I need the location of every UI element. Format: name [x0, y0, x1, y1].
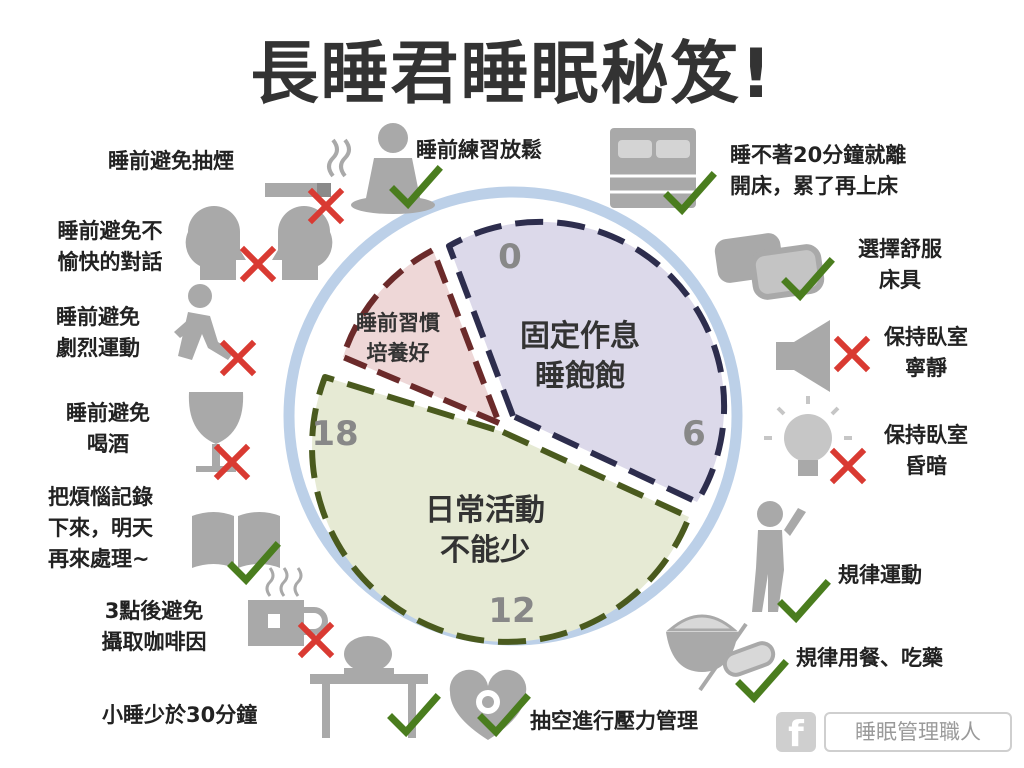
facebook-icon[interactable]: f	[776, 712, 816, 755]
write-worries-check-icon	[227, 541, 281, 586]
tip-stress-mgmt: 抽空進行壓力管理	[530, 709, 698, 733]
tip-leave-bed: 睡不著20分鐘就離 開床，累了再上床	[730, 143, 907, 198]
schedule-label-line2: 睡飽飽	[535, 359, 625, 394]
tip-no-caffeine: 3點後避免 攝取咖啡因	[101, 599, 207, 654]
page-title: 長睡君睡眠秘笈!	[250, 35, 774, 114]
tip-dark-room: 保持臥室 昏暗	[884, 423, 968, 478]
tip-no-smoking: 睡前避免抽煙	[108, 149, 234, 173]
schedule-segment	[446, 218, 728, 505]
tip-write-worries: 把煩惱記錄 下來，明天 再來處理~	[48, 485, 153, 571]
regular-meals-check-icon	[735, 659, 789, 704]
stress-heart-icon	[449, 669, 527, 740]
activity-label-line1: 日常活動	[425, 493, 545, 528]
tip-regular-meals: 規律用餐、吃藥	[796, 646, 943, 670]
comfy-bedding-check-icon	[781, 257, 835, 302]
wine-glass-icon	[188, 392, 244, 472]
no-smoking-cross-icon	[307, 187, 345, 225]
tip-no-intense-exercise: 睡前避免 劇烈運動	[56, 305, 140, 360]
no-alcohol-cross-icon	[213, 443, 251, 481]
meditation-icon	[351, 123, 435, 214]
running-person-icon	[174, 284, 234, 360]
hour-mark-18: 18	[311, 414, 358, 454]
tip-quiet-room: 保持臥室 寧靜	[884, 325, 968, 380]
habits-label-line2: 培養好	[367, 341, 430, 365]
hour-mark-12: 12	[488, 591, 535, 631]
tip-no-alcohol: 睡前避免 喝酒	[66, 401, 150, 456]
tip-relax: 睡前練習放鬆	[416, 138, 542, 162]
no-caffeine-cross-icon	[297, 621, 335, 659]
tip-short-nap: 小睡少於30分鐘	[102, 703, 258, 727]
no-intense-exercise-cross-icon	[219, 339, 257, 377]
stretching-person-icon	[752, 501, 806, 612]
activity-label-line2: 不能少	[440, 533, 530, 568]
tip-no-unpleasant-talk: 睡前避免不 愉快的對話	[57, 219, 163, 274]
dark-room-cross-icon	[829, 447, 867, 485]
relax-check-icon	[389, 165, 443, 210]
coffee-cup-icon	[248, 567, 328, 646]
pillow-icon	[714, 233, 825, 300]
desk-nap-icon	[310, 636, 428, 738]
activity-segment	[309, 374, 692, 645]
leave-bed-check-icon	[663, 171, 717, 216]
no-unpleasant-talk-cross-icon	[239, 245, 277, 283]
cross-marks	[213, 187, 871, 659]
cigarette-icon	[265, 138, 351, 197]
rice-bowl-pills-icon	[666, 614, 776, 692]
habits-label-line1: 睡前習慣	[356, 311, 440, 335]
tip-regular-exercise: 規律運動	[838, 563, 922, 587]
short-nap-check-icon	[387, 693, 441, 738]
hour-mark-0: 0	[498, 237, 522, 277]
brand-badge[interactable]: 睡眠管理職人	[824, 712, 1012, 752]
quiet-room-cross-icon	[833, 335, 871, 373]
argument-heads-icon	[185, 205, 333, 280]
hour-mark-6: 6	[682, 414, 706, 454]
regular-exercise-check-icon	[777, 579, 831, 624]
tip-comfy-bedding: 選擇舒服 床具	[858, 237, 942, 292]
habits-segment	[340, 247, 502, 426]
speaker-icon	[776, 320, 830, 392]
schedule-label-line1: 固定作息	[520, 319, 640, 354]
lightbulb-icon	[764, 396, 852, 476]
stress-mgmt-check-icon	[477, 693, 531, 738]
check-marks	[227, 165, 835, 738]
bed-icon	[610, 128, 696, 208]
